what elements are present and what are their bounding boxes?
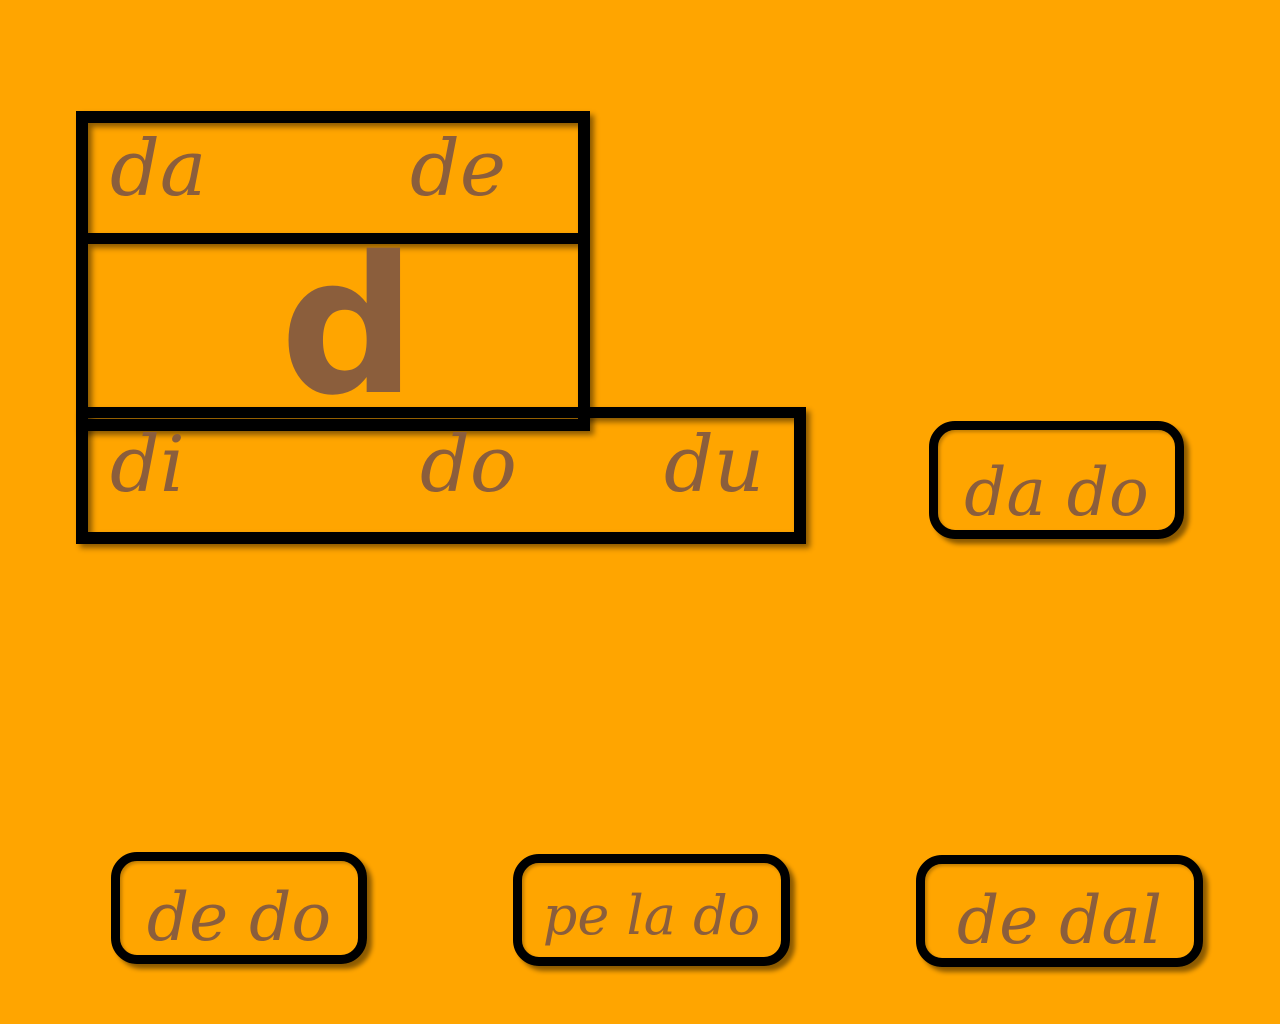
- word-card-de-dal[interactable]: de dal: [916, 855, 1203, 967]
- syllable-do: do: [420, 420, 517, 510]
- syllable-de: de: [410, 124, 507, 214]
- word-card-pe-la-do[interactable]: pe la do: [513, 854, 790, 966]
- syllable-board-top: [76, 111, 590, 431]
- word-card-label: de do: [146, 879, 332, 956]
- word-card-label: pe la do: [542, 884, 761, 947]
- word-card-label: de dal: [957, 882, 1162, 959]
- word-card-da-do[interactable]: da do: [929, 421, 1184, 539]
- syllable-di: di: [110, 420, 185, 510]
- word-card-label: da do: [964, 454, 1149, 531]
- syllable-du: du: [664, 420, 765, 510]
- main-letter: d: [280, 216, 417, 437]
- board-divider: [88, 233, 578, 244]
- syllable-da: da: [110, 124, 207, 214]
- syllable-board-bottom: [76, 407, 806, 544]
- word-card-de-do[interactable]: de do: [111, 852, 367, 964]
